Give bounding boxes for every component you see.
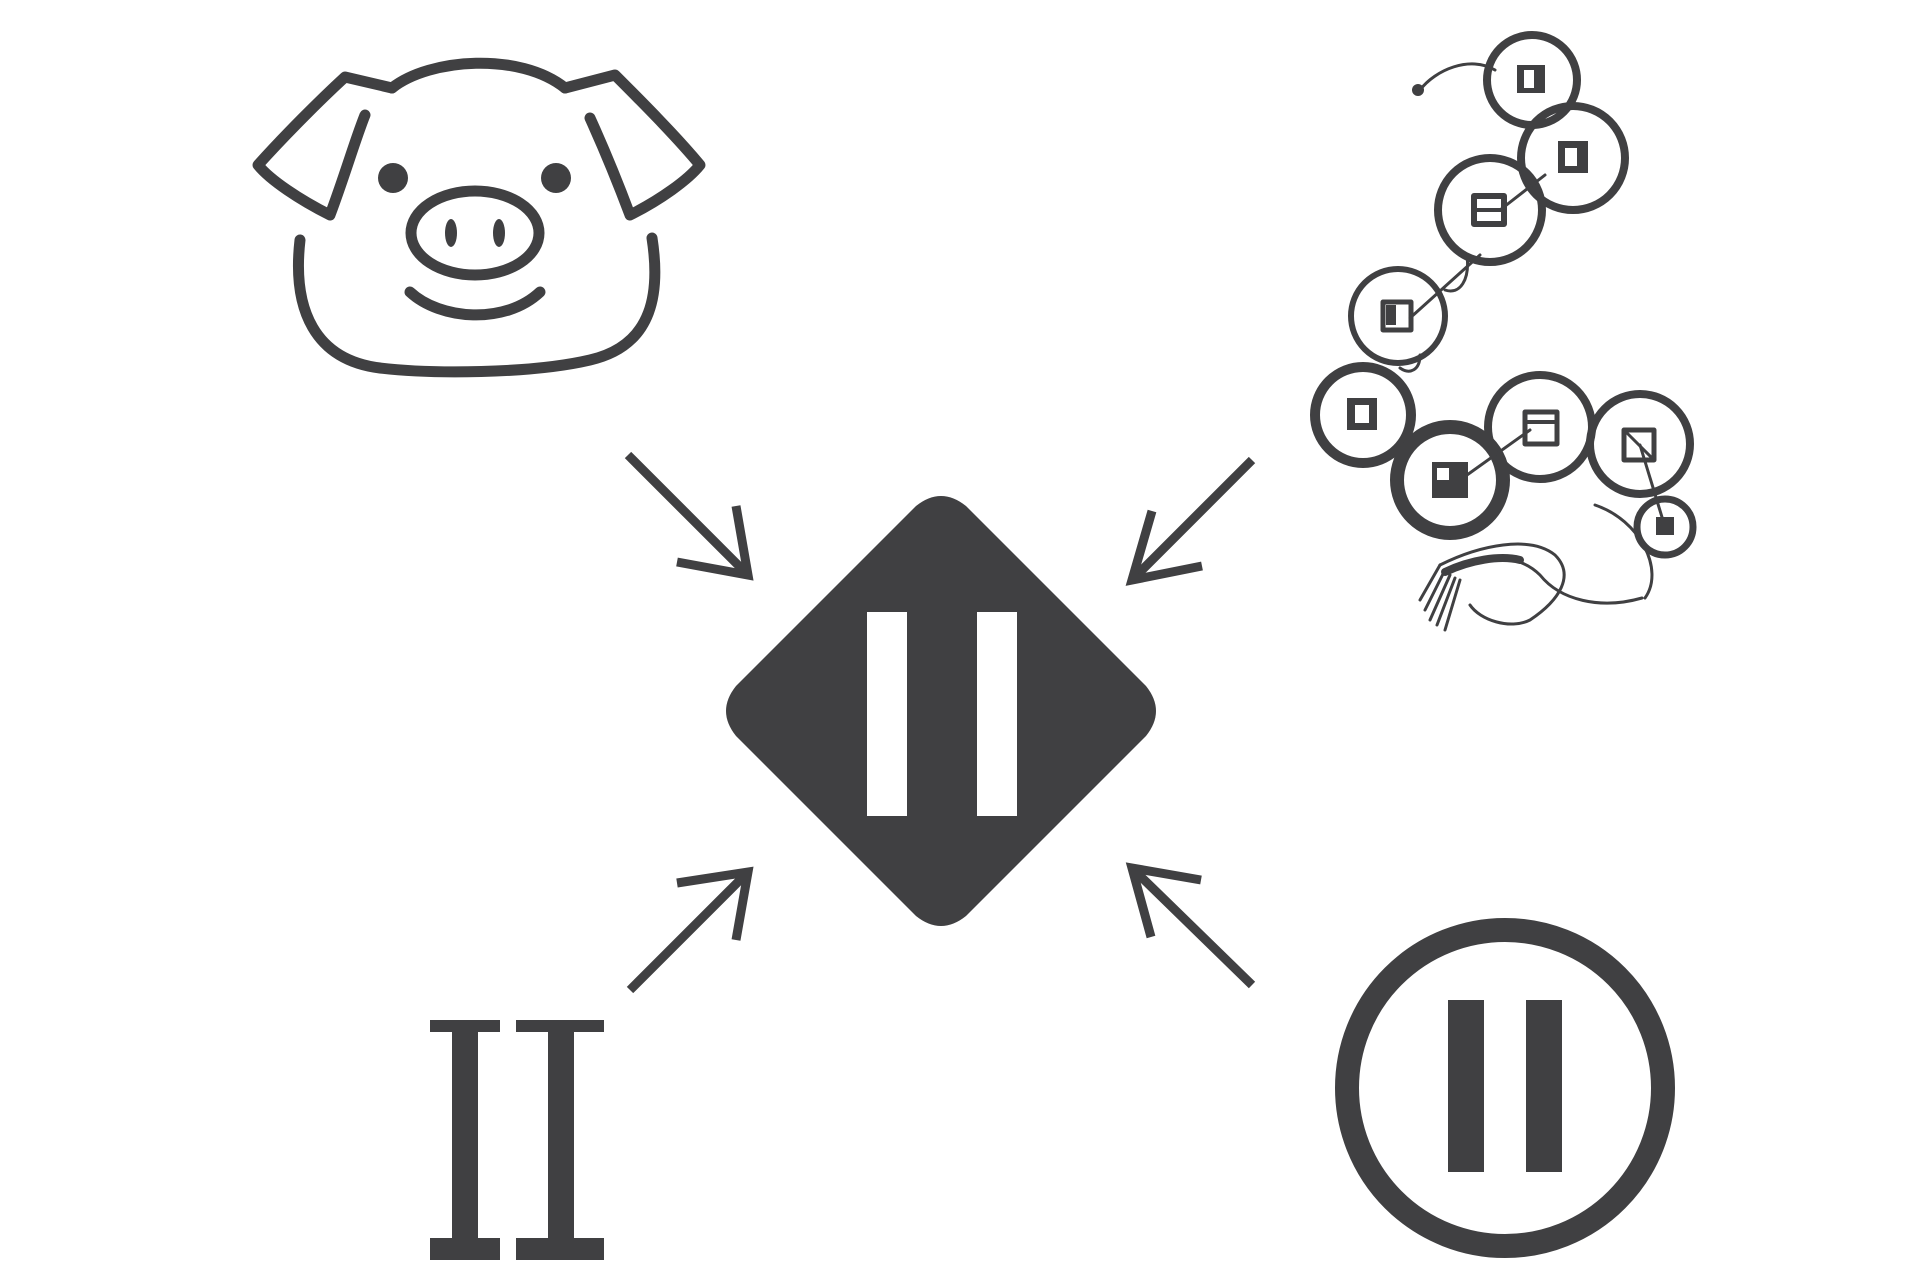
arrow-bottom-right (1125, 862, 1256, 989)
coin-string-icon (1310, 31, 1697, 632)
arrow-top-right (1125, 456, 1256, 586)
roman-numeral-two-icon (430, 1020, 604, 1260)
pause-circle-icon (1335, 918, 1675, 1258)
arrow-bottom-left (626, 866, 754, 994)
pig-face-icon (252, 57, 706, 378)
pause-diamond-icon (726, 496, 1156, 926)
arrow-top-left (624, 451, 754, 581)
